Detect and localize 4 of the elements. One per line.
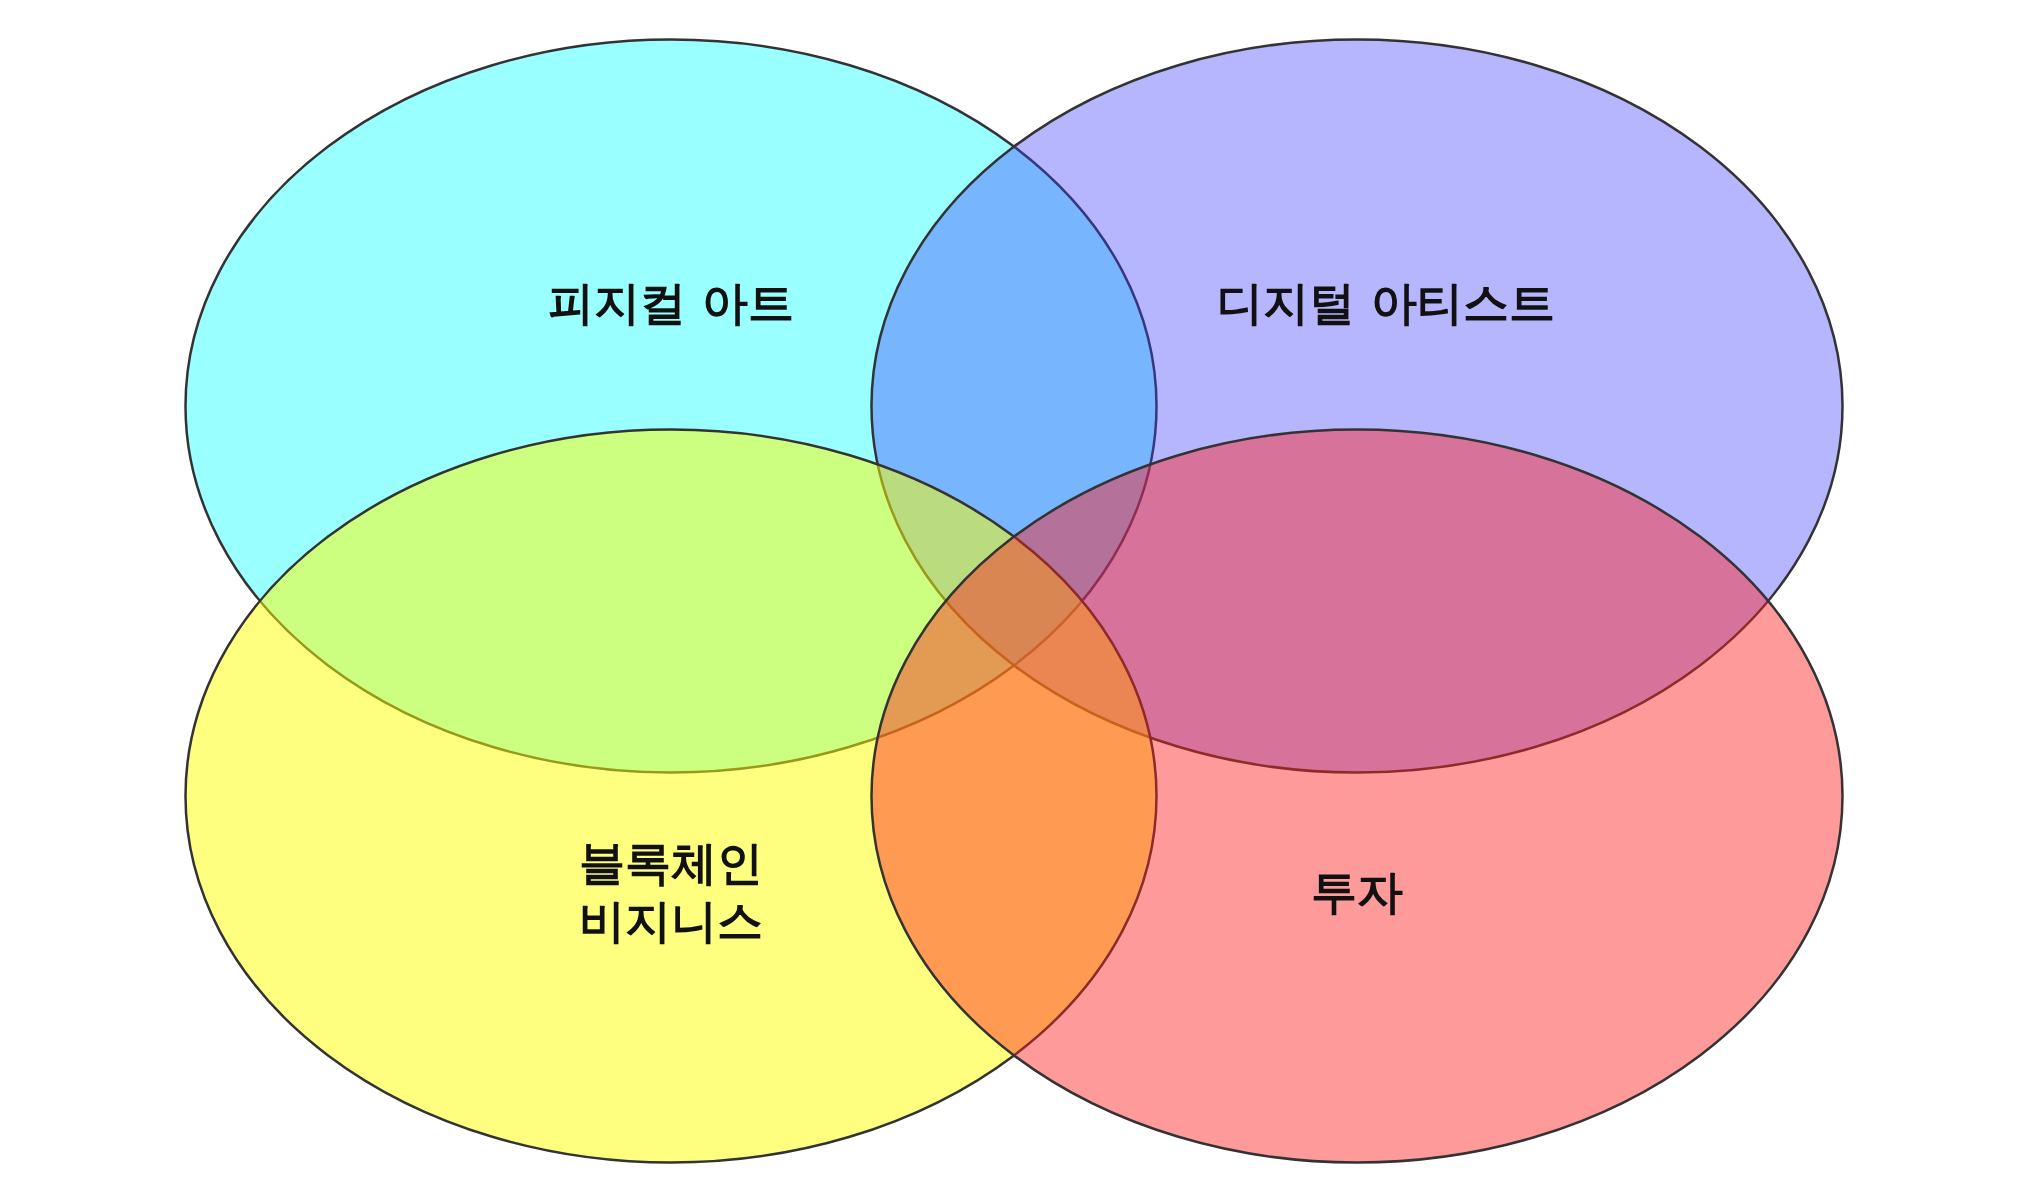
set-label: 피지컬 아트 (548, 274, 794, 332)
set-label: 블록체인 비지니스 (578, 834, 764, 950)
set-label: 디지털 아티스트 (1217, 274, 1556, 332)
set-label: 투자 (1311, 863, 1403, 921)
